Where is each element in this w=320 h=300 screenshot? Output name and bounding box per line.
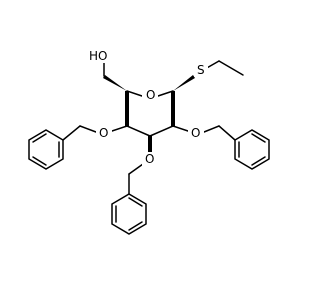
pyranose-ring <box>126 90 174 137</box>
ether-oxygen-c4-label: O <box>99 126 108 140</box>
phenyl-ring-left <box>28 129 64 170</box>
phenyl-ring-bottom <box>111 193 147 235</box>
bond-ch2-ph-c2 <box>218 125 236 141</box>
benzyloxy-c2 <box>172 125 270 170</box>
ring-oxygen-label: O <box>146 88 155 102</box>
atom-labels: HO O S O O O <box>88 49 208 166</box>
benzyloxy-c4 <box>28 125 128 170</box>
bond-c5-o <box>126 90 143 97</box>
wedge-c5-c6 <box>103 75 127 91</box>
bond-o-ch2-c2 <box>203 125 220 133</box>
bond-ch2-ch3 <box>218 60 244 76</box>
wedge-c5-c4 <box>125 91 129 126</box>
molecule-diagram: HO O S O O O <box>28 49 270 235</box>
ether-oxygen-c2-label: O <box>191 126 200 140</box>
ether-oxygen-c3-label: O <box>145 152 154 166</box>
benzyloxy-c3 <box>111 136 152 235</box>
bond-c2-c3 <box>149 125 174 137</box>
stereo-ring-bonds <box>125 91 175 126</box>
bond-o-ch2-c3 <box>128 163 144 175</box>
bond-c3-c4 <box>126 125 151 137</box>
hydroxymethyl-group <box>103 60 127 91</box>
bond-o-c1 <box>157 90 174 97</box>
wedge-c3-o <box>148 136 152 152</box>
sulfur-label: S <box>197 63 205 77</box>
bond-ch2-ph-c4 <box>62 125 81 141</box>
wedge-c1-s <box>173 75 195 91</box>
hydroxyl-label: HO <box>89 49 107 63</box>
phenyl-ring-right <box>234 129 270 170</box>
wedge-c1-c2 <box>171 91 175 126</box>
bond-o-ch2-c4 <box>79 125 97 133</box>
